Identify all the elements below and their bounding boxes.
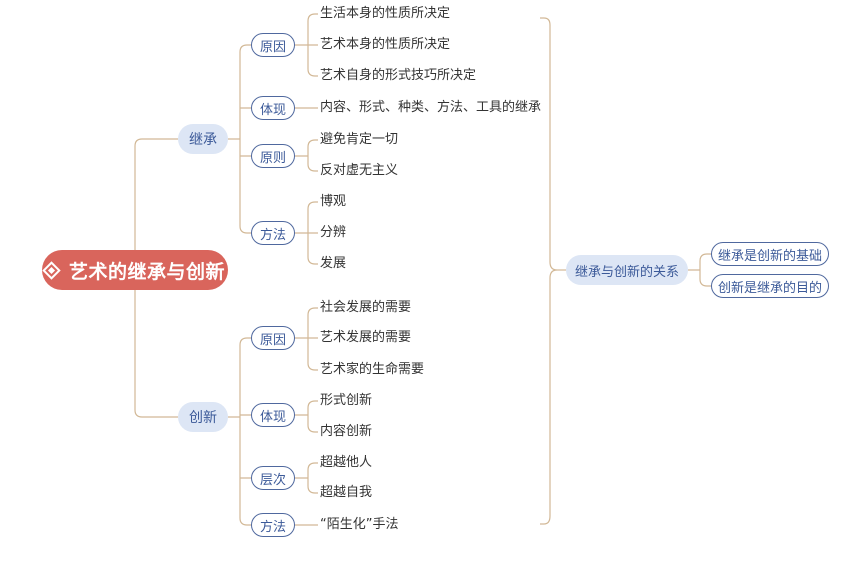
connector-inherit-subs — [228, 44, 251, 234]
subtopic-label: 原因 — [259, 39, 286, 55]
leaf-inherit-reason-3[interactable]: 艺术自身的形式技巧所决定 — [320, 68, 477, 83]
leaf-innovate-method-1[interactable]: “陌生化”手法 — [320, 517, 399, 532]
leaf-inherit-embody-1[interactable]: 内容、形式、种类、方法、工具的继承 — [320, 100, 542, 115]
relation-item-label: 继承是创新的基础 — [718, 248, 823, 264]
root-topic[interactable]: 艺术的继承与创新 — [42, 250, 228, 290]
relation-item-basis[interactable]: 继承是创新的基础 — [711, 242, 830, 266]
leaf-inherit-reason-1[interactable]: 生活本身的性质所决定 — [320, 6, 451, 21]
subtopic-innovate-embody[interactable]: 体现 — [251, 403, 295, 427]
leaf-inherit-method-1[interactable]: 博观 — [320, 194, 347, 209]
diamond-icon — [42, 260, 61, 280]
subtopic-inherit-principle[interactable]: 原则 — [251, 144, 295, 168]
subtopic-label: 体现 — [259, 409, 286, 425]
connector-root-branches — [134, 138, 178, 418]
branch-innovate-label: 创新 — [189, 410, 217, 426]
subtopic-inherit-embody[interactable]: 体现 — [251, 96, 295, 120]
connector-innovate-embody-leaves — [295, 400, 318, 433]
leaf-inherit-principle-1[interactable]: 避免肯定一切 — [320, 132, 399, 147]
subtopic-label: 体现 — [259, 102, 286, 118]
leaf-innovate-embody-2[interactable]: 内容创新 — [320, 424, 373, 439]
summary-relation[interactable]: 继承与创新的关系 — [566, 255, 688, 285]
subtopic-label: 方法 — [259, 519, 286, 535]
connector-innovate-level-leaves — [295, 462, 318, 494]
leaf-innovate-reason-2[interactable]: 艺术发展的需要 — [320, 330, 412, 345]
branch-inherit[interactable]: 继承 — [178, 124, 228, 154]
summary-relation-label: 继承与创新的关系 — [574, 264, 679, 280]
leaf-inherit-principle-2[interactable]: 反对虚无主义 — [320, 163, 399, 178]
connector-inherit-method-leaves — [295, 201, 318, 265]
branch-inherit-label: 继承 — [189, 132, 217, 148]
subtopic-innovate-level[interactable]: 层次 — [251, 466, 295, 490]
leaf-innovate-level-1[interactable]: 超越他人 — [320, 455, 373, 470]
subtopic-label: 层次 — [259, 472, 286, 488]
branch-innovate[interactable]: 创新 — [178, 402, 228, 432]
connector-inherit-principle-leaves — [295, 139, 318, 172]
connector-innovate-reason-leaves — [295, 307, 318, 371]
summary-brace — [540, 17, 558, 525]
leaf-inherit-method-2[interactable]: 分辨 — [320, 225, 347, 240]
subtopic-label: 方法 — [259, 227, 286, 243]
subtopic-label: 原则 — [259, 150, 286, 166]
relation-item-purpose[interactable]: 创新是继承的目的 — [711, 274, 830, 298]
subtopic-label: 原因 — [259, 332, 286, 348]
subtopic-inherit-method[interactable]: 方法 — [251, 221, 295, 245]
root-label: 艺术的继承与创新 — [68, 260, 225, 283]
leaf-innovate-level-2[interactable]: 超越自我 — [320, 485, 373, 500]
leaf-innovate-reason-1[interactable]: 社会发展的需要 — [320, 300, 412, 315]
connector-innovate-subs — [228, 337, 251, 526]
leaf-innovate-embody-1[interactable]: 形式创新 — [320, 393, 373, 408]
subtopic-innovate-reason[interactable]: 原因 — [251, 326, 295, 350]
connector-relation-items — [688, 253, 711, 287]
relation-item-label: 创新是继承的目的 — [718, 280, 823, 296]
leaf-inherit-reason-2[interactable]: 艺术本身的性质所决定 — [320, 37, 451, 52]
subtopic-innovate-method[interactable]: 方法 — [251, 513, 295, 537]
subtopic-inherit-reason[interactable]: 原因 — [251, 33, 295, 57]
connector-inherit-reason-leaves — [295, 13, 318, 77]
leaf-inherit-method-3[interactable]: 发展 — [320, 256, 347, 271]
leaf-innovate-reason-3[interactable]: 艺术家的生命需要 — [320, 362, 425, 377]
